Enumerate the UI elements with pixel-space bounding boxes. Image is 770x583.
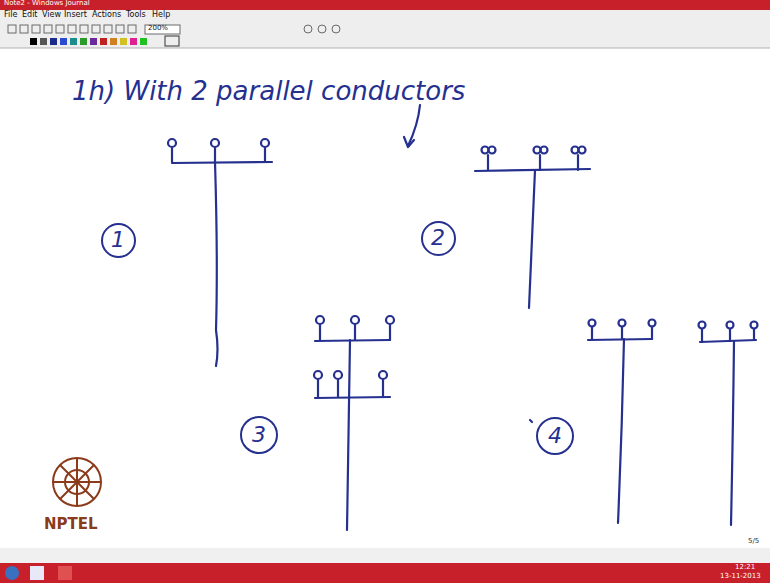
handwritten-heading: 1h) With 2 parallel conductors <box>72 76 465 106</box>
callout-number: 2 <box>431 227 445 249</box>
color-palette <box>30 36 179 46</box>
toolbar-panel <box>0 10 770 48</box>
nptel-logo <box>53 458 101 506</box>
circled-number: 4 <box>536 417 574 455</box>
callout-number: 4 <box>548 425 562 447</box>
zoom-value: 200% <box>148 25 168 33</box>
window-title-bar <box>0 0 770 10</box>
menu-item: Help <box>152 11 170 20</box>
window-title: Note2 - Windows Journal <box>4 0 90 8</box>
clock-time: 12:21 <box>735 564 755 572</box>
circled-number: 1 <box>101 223 136 258</box>
toolbar-icons <box>8 25 340 34</box>
callout-number: 3 <box>252 424 266 446</box>
logo-text: NPTEL <box>44 516 98 533</box>
clock-date: 13-11-2013 <box>720 573 761 581</box>
taskbar <box>0 563 770 583</box>
menu-item: View <box>42 11 61 20</box>
callout-number: 1 <box>111 229 125 251</box>
menu-item: Insert <box>64 11 87 20</box>
circled-number: 2 <box>421 221 456 256</box>
menu-item: Actions <box>92 11 121 20</box>
taskbar-buttons <box>5 566 72 580</box>
menu-item: File <box>4 11 17 20</box>
status-strip <box>0 548 770 563</box>
toolbar-border <box>0 48 770 49</box>
transmission-towers <box>168 105 758 530</box>
circled-number: 3 <box>240 416 278 454</box>
menu-item: Tools <box>126 11 146 20</box>
page-counter: 5/5 <box>748 538 759 546</box>
menu-item: Edit <box>22 11 38 20</box>
